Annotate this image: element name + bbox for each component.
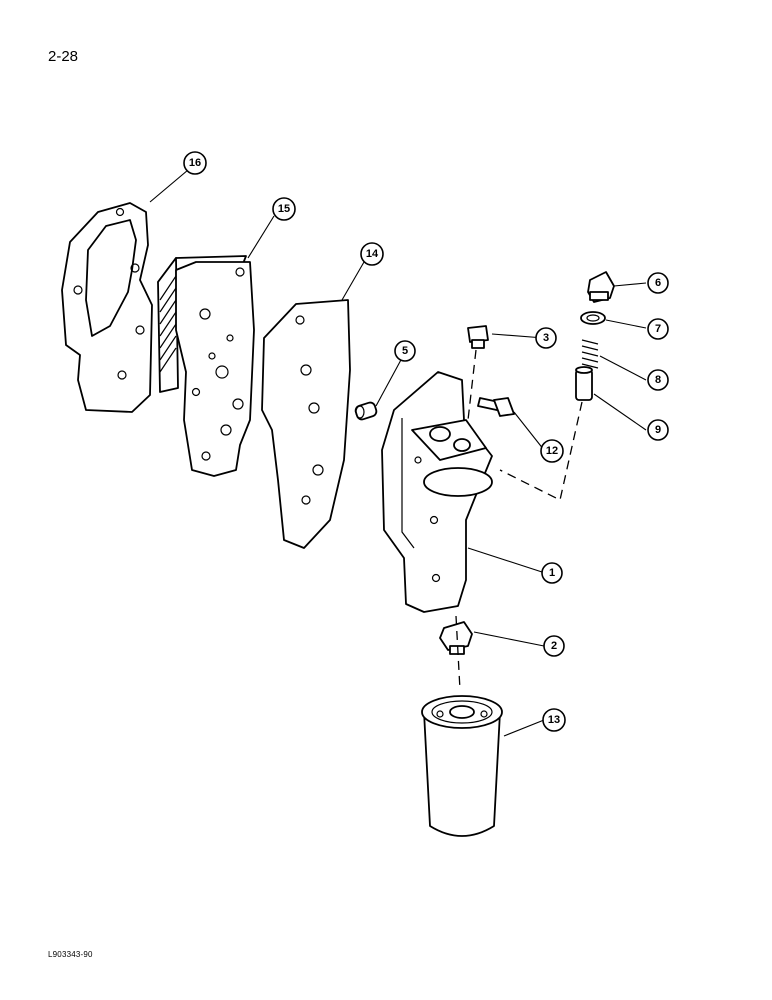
svg-text:5: 5 [402,345,408,357]
svg-text:13: 13 [548,714,560,726]
svg-text:16: 16 [189,157,201,169]
plug-3 [467,325,489,349]
callout-15: 15 [272,197,296,221]
plug-6 [587,271,615,303]
callout-9: 9 [647,419,669,441]
bolt-12 [477,397,515,417]
svg-text:6: 6 [655,277,661,289]
svg-text:12: 12 [546,445,558,457]
svg-text:8: 8 [655,374,661,386]
oil-cooler [157,255,255,477]
assembly-line-9 [499,401,583,501]
page-number: 2-28 [48,48,79,65]
callout-2: 2 [543,635,565,657]
callout-13: 13 [542,708,566,732]
assembly-line-2 [455,615,461,691]
valve-9 [575,366,593,401]
oil-filter [421,695,503,837]
svg-text:7: 7 [655,323,661,335]
document-code: L903343-90 [48,950,93,959]
svg-text:14: 14 [366,248,379,260]
callout-5: 5 [394,340,416,362]
callout-8: 8 [647,369,669,391]
svg-text:15: 15 [278,203,290,215]
nipple-2 [439,621,473,655]
svg-text:3: 3 [543,332,549,344]
fitting-5 [354,401,378,421]
svg-text:9: 9 [655,424,661,436]
callout-1: 1 [541,562,563,584]
callout-6: 6 [647,272,669,294]
callout-16: 16 [183,151,207,175]
filter-head [381,371,493,613]
callout-14: 14 [360,242,384,266]
callout-3: 3 [535,327,557,349]
svg-text:2: 2 [551,640,557,652]
callout-12: 12 [540,439,564,463]
washer-7 [580,311,606,325]
svg-text:1: 1 [549,567,555,579]
callout-7: 7 [647,318,669,340]
gasket-rear [61,202,153,413]
gasket-front [261,299,351,549]
assembly-line-3 [467,349,477,421]
spring-8 [581,339,599,369]
